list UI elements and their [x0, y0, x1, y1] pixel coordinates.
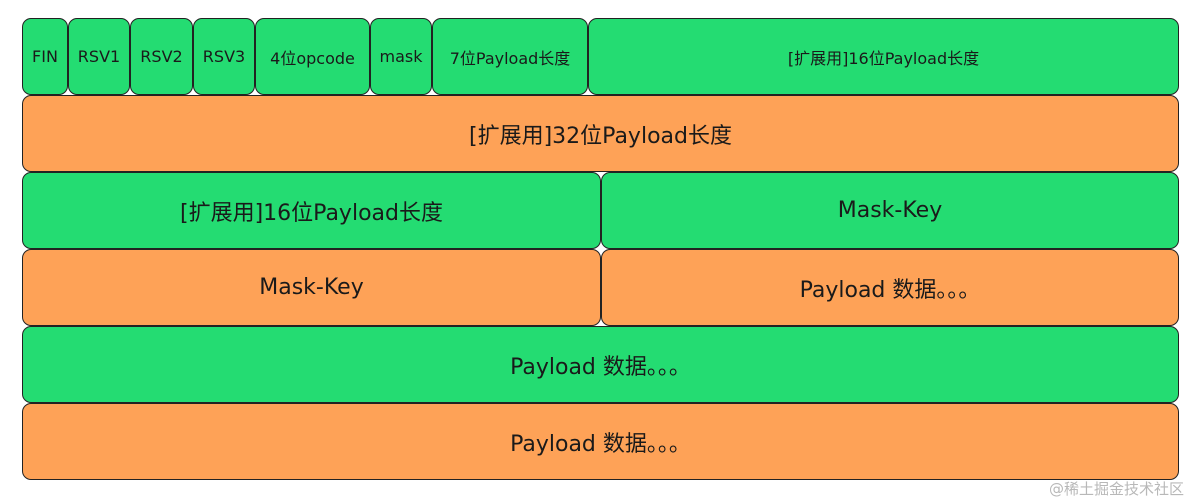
mask-field: mask: [370, 18, 432, 95]
mask-label: mask: [379, 47, 423, 66]
extended-payload-length-16-continued-field: [扩展用]16位Payload长度: [22, 172, 601, 249]
rsv3-label: RSV3: [202, 47, 246, 66]
extended-payload-length-32-field: [扩展用]32位Payload长度: [22, 95, 1179, 172]
payload-data-label-row5: Payload 数据。。。: [510, 354, 691, 380]
rsv1-field: RSV1: [68, 18, 130, 95]
rsv2-label: RSV2: [140, 47, 183, 66]
extended-payload-length-16-field: [扩展用]16位Payload长度: [588, 18, 1179, 95]
opcode-label: 4位opcode: [270, 48, 355, 68]
mask-key-label-top: Mask-Key: [837, 198, 943, 223]
mask-key-field-top: Mask-Key: [601, 172, 1179, 249]
fin-field: FIN: [22, 18, 68, 95]
watermark-text: @稀土掘金技术社区: [1048, 480, 1184, 498]
opcode-field: 4位opcode: [255, 18, 370, 95]
extended-payload-length-32-label: [扩展用]32位Payload长度: [469, 123, 732, 149]
payload-data-label-row6: Payload 数据。。。: [510, 431, 691, 457]
mask-key-label-bottom: Mask-Key: [259, 275, 364, 300]
rsv1-label: RSV1: [77, 47, 121, 66]
fin-label: FIN: [32, 47, 58, 66]
payload-length-7-field: 7位Payload长度: [432, 18, 588, 95]
payload-data-field-row6: Payload 数据。。。: [22, 403, 1179, 480]
extended-payload-length-16-label: [扩展用]16位Payload长度: [787, 48, 980, 68]
payload-data-field-row5: Payload 数据。。。: [22, 326, 1179, 403]
mask-key-field-bottom: Mask-Key: [22, 249, 601, 326]
rsv2-field: RSV2: [130, 18, 193, 95]
rsv3-field: RSV3: [193, 18, 255, 95]
payload-data-label-row4: Payload 数据。。。: [799, 277, 981, 303]
payload-length-7-label: 7位Payload长度: [449, 48, 571, 68]
extended-payload-length-16-continued-label: [扩展用]16位Payload长度: [180, 200, 443, 226]
payload-data-field-row4: Payload 数据。。。: [601, 249, 1179, 326]
